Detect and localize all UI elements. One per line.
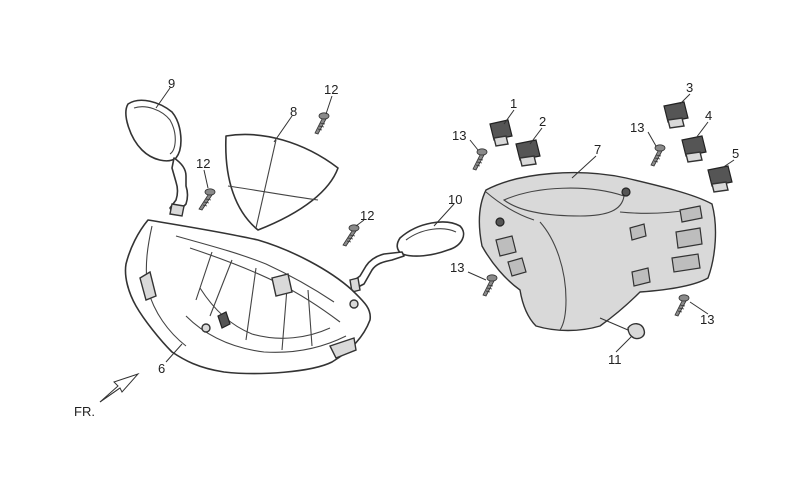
- screw-13-top-right[interactable]: [650, 144, 666, 167]
- right-mirror[interactable]: [349, 221, 465, 293]
- leader-lines: [155, 87, 735, 363]
- switch-cap-5[interactable]: [707, 165, 733, 193]
- callout-6: 6: [158, 361, 165, 376]
- screw-12-mid[interactable]: [342, 224, 360, 247]
- callout-7: 7: [594, 142, 601, 157]
- callout-13-top-right: 13: [630, 120, 644, 135]
- windscreen[interactable]: [224, 133, 339, 231]
- callout-13-top-left: 13: [452, 128, 466, 143]
- screw-13-bottom-left[interactable]: [482, 274, 498, 297]
- screw-12-top[interactable]: [314, 112, 330, 135]
- callout-9: 9: [168, 76, 175, 91]
- rear-handlebar-cover[interactable]: [478, 171, 717, 332]
- callout-labels: 9 8 12 12 12 10 6 7 1 2 3 4 5 13 13 13 1…: [74, 76, 739, 419]
- switch-cap-4[interactable]: [681, 135, 707, 163]
- callout-12-left: 12: [196, 156, 210, 171]
- front-direction-arrow: [99, 372, 140, 403]
- switch-cap-2[interactable]: [515, 139, 541, 167]
- callout-4: 4: [705, 108, 712, 123]
- left-mirror[interactable]: [125, 99, 189, 217]
- callout-12-top: 12: [324, 82, 338, 97]
- switch-cap-3[interactable]: [663, 101, 689, 129]
- front-handlebar-cover[interactable]: [124, 219, 372, 375]
- callout-11: 11: [608, 352, 622, 367]
- front-direction-label: FR.: [74, 404, 95, 419]
- callout-1: 1: [510, 96, 517, 111]
- callout-13-bottom-left: 13: [450, 260, 464, 275]
- callout-5: 5: [732, 146, 739, 161]
- callout-3: 3: [686, 80, 693, 95]
- screw-12-left[interactable]: [198, 188, 216, 211]
- clip-11[interactable]: [599, 317, 646, 340]
- screw-13-top-left[interactable]: [472, 148, 488, 171]
- callout-10: 10: [448, 192, 462, 207]
- callout-12-mid: 12: [360, 208, 374, 223]
- screw-13-bottom-right[interactable]: [674, 294, 690, 317]
- callout-8: 8: [290, 104, 297, 119]
- switch-cap-1[interactable]: [489, 119, 513, 147]
- callout-2: 2: [539, 114, 546, 129]
- callout-13-bottom-right: 13: [700, 312, 714, 327]
